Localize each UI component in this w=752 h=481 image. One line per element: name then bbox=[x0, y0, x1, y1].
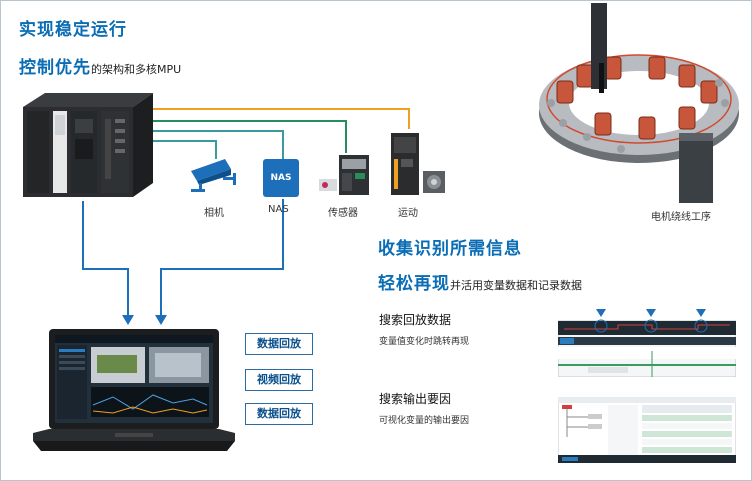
plc-controller bbox=[23, 93, 153, 197]
wire-motion bbox=[151, 108, 410, 129]
servo-drive-icon bbox=[391, 133, 445, 195]
wire-nas-laptop bbox=[160, 199, 284, 319]
search-cause-desc: 可视化变量的输出要因 bbox=[379, 416, 470, 426]
data-replay-button-1[interactable]: 数据回放 bbox=[245, 333, 313, 355]
control-heading-big: 控制优先 bbox=[19, 58, 91, 78]
replay-heading: 轻松再现并活用变量数据和记录数据 bbox=[378, 269, 582, 294]
camera-label: 相机 bbox=[204, 208, 224, 219]
replay-heading-small: 并活用变量数据和记录数据 bbox=[450, 279, 582, 292]
nas-icon: NAS bbox=[263, 159, 299, 197]
video-replay-button[interactable]: 视频回放 bbox=[245, 369, 313, 391]
arrow-plc-laptop bbox=[122, 315, 134, 325]
control-heading: 控制优先的架构和多核MPU bbox=[19, 53, 181, 78]
replay-heading-big: 轻松再现 bbox=[378, 274, 450, 294]
motion-label: 运动 bbox=[398, 208, 418, 219]
nas-label: NAS bbox=[268, 204, 289, 215]
cause-analysis-screenshot bbox=[558, 397, 736, 463]
sensor-label: 传感器 bbox=[328, 208, 358, 219]
camera-icon bbox=[191, 159, 236, 192]
sensor-icon bbox=[319, 155, 369, 195]
timeline-screenshot bbox=[558, 309, 736, 377]
winding-label: 电机绕线工序 bbox=[651, 212, 711, 223]
control-heading-small: 的架构和多核MPU bbox=[91, 63, 182, 76]
data-replay-button-2[interactable]: 数据回放 bbox=[245, 403, 313, 425]
search-replay-desc: 变量值变化时跳转再现 bbox=[379, 337, 470, 347]
wire-plc-laptop bbox=[82, 201, 129, 319]
wire-sensor bbox=[151, 120, 347, 153]
search-replay-title: 搜索回放数据 bbox=[379, 313, 452, 327]
wire-nas bbox=[151, 130, 284, 159]
search-cause-title: 搜索输出要因 bbox=[379, 392, 452, 406]
collect-heading: 收集识别所需信息 bbox=[378, 239, 522, 259]
wire-camera bbox=[151, 140, 217, 159]
laptop bbox=[33, 329, 235, 451]
arrow-nas-laptop bbox=[155, 315, 167, 325]
main-title: 实现稳定运行 bbox=[19, 20, 127, 40]
motor-winding-image bbox=[529, 3, 747, 203]
